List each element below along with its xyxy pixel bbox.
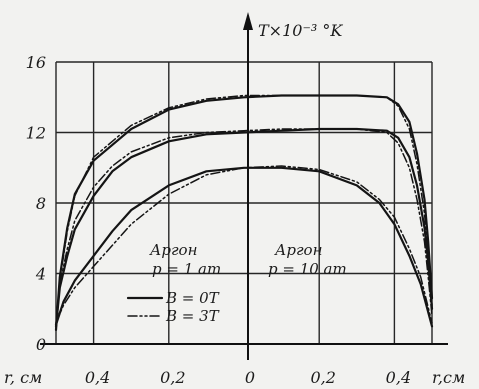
series-4-b0t (54, 166, 434, 328)
x-tick-label-0: 0,4 (85, 368, 110, 387)
x-axis-label-right: r,см (432, 368, 465, 387)
legend-label-b3: B = 3T (165, 307, 220, 325)
x-tick-label-2: 0 (245, 368, 255, 387)
y-tick-label-4: 4 (35, 265, 46, 284)
series-5-b3t (55, 165, 433, 324)
legend: B = 0T B = 3T (126, 289, 220, 325)
y-tick-labels: 0 4 8 12 16 (26, 53, 46, 354)
annotation-right-gas: Аргон (274, 241, 322, 259)
plot-series (54, 94, 434, 331)
y-axis-arrow-icon (243, 12, 253, 30)
y-tick-label-16: 16 (26, 53, 46, 72)
x-tick-label-1: 0,2 (160, 368, 185, 387)
y-tick-label-0: 0 (36, 335, 46, 354)
annotation-left-gas: Аргон (149, 241, 197, 259)
annotation-right-pressure: p = 10 ат (268, 260, 347, 278)
annotation-left-pressure: p = 1 ат (152, 260, 221, 278)
x-axis-label-left: r, см (4, 368, 42, 387)
y-tick-label-12: 12 (26, 124, 46, 143)
y-tick-label-8: 8 (36, 194, 46, 213)
axes (40, 12, 448, 360)
x-tick-labels: 0,4 0,2 0 0,2 0,4 (85, 368, 411, 387)
legend-label-b0: B = 0T (165, 289, 220, 307)
series-2-b0t (54, 127, 434, 328)
series-3-b3t (55, 128, 433, 328)
x-tick-label-3: 0,2 (310, 368, 335, 387)
x-tick-label-4: 0,4 (386, 368, 411, 387)
grid-lines (55, 61, 433, 344)
series-1-b3t (55, 94, 433, 331)
y-axis-label: T×10⁻³ °K (258, 21, 343, 40)
